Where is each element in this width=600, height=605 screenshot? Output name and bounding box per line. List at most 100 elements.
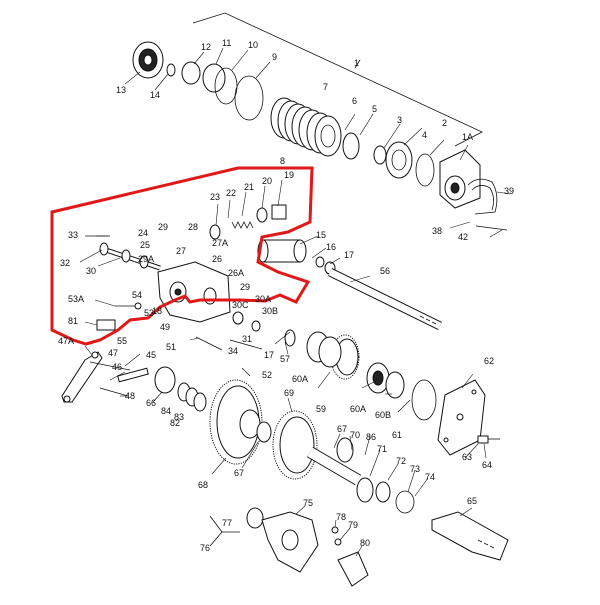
label-17-top: 17 <box>344 250 354 260</box>
label-55: 55 <box>117 336 127 346</box>
label-29-top: 29 <box>158 222 168 232</box>
clutch-hub-13 <box>132 41 164 79</box>
label-49: 49 <box>160 322 170 332</box>
label-1A: 1A <box>462 132 473 142</box>
pin-48 <box>99 387 129 397</box>
label-66: 66 <box>146 398 156 408</box>
label-28: 28 <box>188 222 198 232</box>
label-64: 64 <box>482 460 492 470</box>
label-31: 31 <box>242 334 252 344</box>
label-77: 77 <box>222 518 232 528</box>
label-48: 48 <box>125 391 135 401</box>
label-27A: 27A <box>212 238 228 248</box>
hub-60A <box>306 331 342 368</box>
bearing-60A-60B <box>366 362 405 399</box>
pin-42 <box>475 225 508 231</box>
label-2: 2 <box>442 118 447 128</box>
label-60A-right: 60A <box>350 404 366 414</box>
label-70: 70 <box>350 430 360 440</box>
label-29A: 29A <box>138 254 154 264</box>
spring-assembly-19-23 <box>209 204 287 240</box>
label-81: 81 <box>68 316 78 326</box>
shaft-56 <box>328 267 442 331</box>
label-7: 7 <box>323 82 328 92</box>
fitting-81 <box>96 319 116 331</box>
label-84: 84 <box>161 406 171 416</box>
label-80: 80 <box>360 538 370 548</box>
spool-30 <box>99 242 161 271</box>
label-79: 79 <box>348 520 358 530</box>
label-30B: 30B <box>262 306 278 316</box>
label-1: 1 <box>354 58 359 68</box>
label-15: 15 <box>316 230 326 240</box>
housing-75 <box>261 511 319 573</box>
shaft-70 <box>306 437 362 486</box>
assembly-1-bracket <box>192 12 483 147</box>
label-13: 13 <box>116 85 126 95</box>
label-25: 25 <box>140 240 150 250</box>
label-30: 30 <box>86 266 96 276</box>
screw-53A <box>115 302 142 310</box>
label-61: 61 <box>392 430 402 440</box>
label-56: 56 <box>380 266 390 276</box>
ring-57 <box>284 329 296 347</box>
ring-61 <box>411 379 437 421</box>
clutch-plates-stack <box>270 97 342 157</box>
gear-59 <box>330 334 360 380</box>
label-20: 20 <box>262 176 272 186</box>
label-4: 4 <box>422 130 427 140</box>
shaft-45 <box>117 367 149 383</box>
valve-body <box>157 261 231 323</box>
ring-72 <box>375 481 391 503</box>
label-22: 22 <box>226 188 236 198</box>
label-76: 76 <box>200 543 210 553</box>
label-68: 68 <box>198 480 208 490</box>
label-16: 16 <box>326 242 336 252</box>
label-72: 72 <box>396 456 406 466</box>
label-19: 19 <box>284 170 294 180</box>
label-6: 6 <box>352 96 357 106</box>
ring-71 <box>356 477 374 503</box>
label-11: 11 <box>222 38 231 48</box>
label-54: 54 <box>132 290 142 300</box>
label-3: 3 <box>397 115 402 125</box>
label-29-right: 29 <box>240 282 250 292</box>
highlight-outline <box>50 166 314 346</box>
label-26: 26 <box>212 254 222 264</box>
label-10: 10 <box>248 40 258 50</box>
label-78: 78 <box>336 512 346 522</box>
label-65: 65 <box>467 496 477 506</box>
ring-74 <box>395 490 415 514</box>
label-8: 8 <box>280 156 285 166</box>
label-30A: 30A <box>255 294 271 304</box>
label-67-right: 67 <box>337 424 347 434</box>
label-39: 39 <box>504 186 514 196</box>
seal-77 <box>246 507 264 529</box>
hub-67 <box>256 421 272 443</box>
bearing-66 <box>154 366 176 394</box>
lever-47A <box>61 351 103 403</box>
ring-82 <box>193 392 207 412</box>
label-67-left: 67 <box>234 468 244 478</box>
label-60A-left: 60A <box>292 374 308 384</box>
label-30C: 30C <box>232 300 249 310</box>
label-23: 23 <box>210 192 220 202</box>
label-38: 38 <box>432 226 442 236</box>
label-12: 12 <box>201 42 211 52</box>
leader-lines <box>79 47 511 557</box>
label-60B: 60B <box>375 410 391 420</box>
piston-2 <box>385 141 413 179</box>
bolts-30-31-34 <box>195 311 263 351</box>
label-62: 62 <box>484 356 494 366</box>
label-53A: 53A <box>68 294 84 304</box>
label-86: 86 <box>366 432 376 442</box>
label-73: 73 <box>410 464 420 474</box>
rod-46 <box>89 361 131 371</box>
label-57: 57 <box>280 354 290 364</box>
band-39 <box>467 178 498 215</box>
label-33: 33 <box>68 230 78 240</box>
label-52: 52 <box>262 370 272 380</box>
label-63: 63 <box>462 452 472 462</box>
ring-3 <box>373 145 387 165</box>
